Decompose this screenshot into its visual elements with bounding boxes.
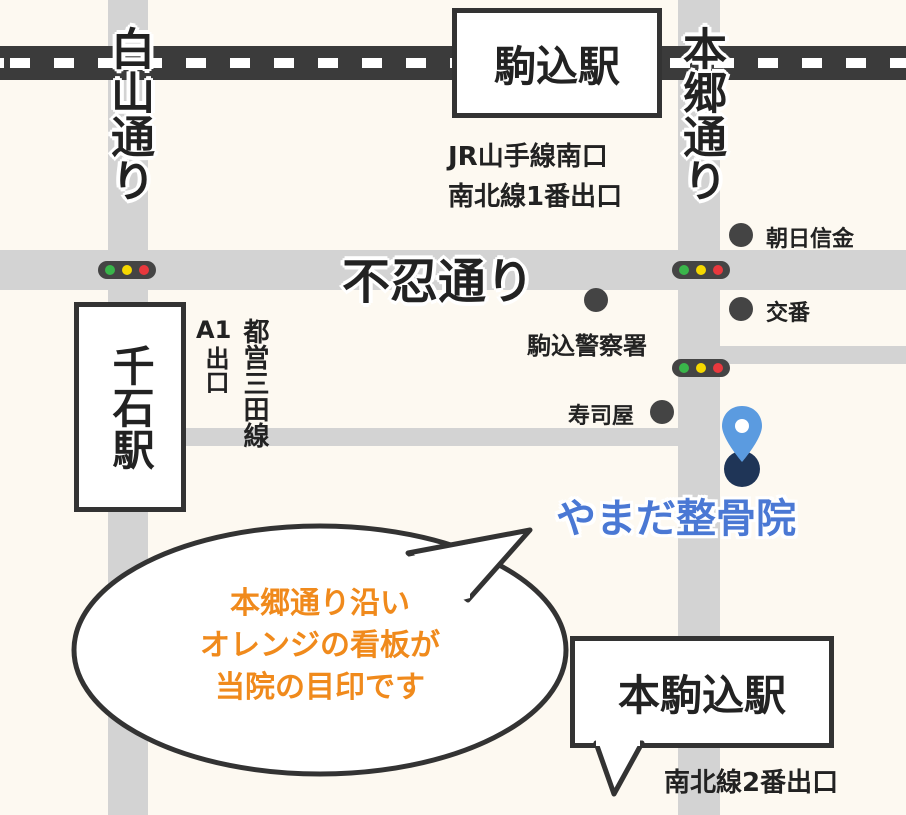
signal-lamp-yellow (695, 363, 706, 373)
koban-marker (729, 297, 753, 321)
callout-line: 当院の目印です (215, 670, 425, 705)
traffic-signal-hongo-south (672, 359, 730, 377)
signal-lamp-red (138, 265, 149, 275)
traffic-signal-hakusan (98, 261, 156, 279)
signal-lamp-green (679, 265, 690, 275)
komagome-exit-jr: JR山手線南口 (448, 142, 608, 172)
sengoku-exit-code: A1 (196, 316, 232, 344)
koban-label: 交番 (766, 301, 811, 326)
komagome-station-name: 駒込駅 (493, 41, 620, 91)
honkomagome-pointer (593, 740, 645, 797)
asahi-shinkin-label: 朝日信金 (766, 227, 855, 252)
police-station-marker (584, 288, 608, 312)
side-street-east (720, 346, 906, 364)
police-station-label: 駒込警察署 (527, 332, 647, 360)
traffic-signal-hongo-north (672, 261, 730, 279)
sushi-label: 寿司屋 (568, 404, 635, 429)
sengoku-station-name: 千石駅 (106, 344, 156, 470)
callout-line: オレンジの看板が (200, 628, 440, 663)
honkomagome-station-name: 本駒込駅 (617, 670, 786, 720)
signal-lamp-red (712, 265, 723, 275)
signal-lamp-green (105, 265, 116, 275)
clinic-name: やまだ整骨院 (556, 496, 796, 542)
side-street-west (148, 428, 678, 446)
location-pin-icon (722, 406, 762, 462)
honkomagome-exit: 南北線2番出口 (664, 768, 839, 798)
komagome-exit-namboku: 南北線1番出口 (448, 182, 623, 212)
callout-text: 本郷通り沿い オレンジの看板が 当院の目印です (150, 583, 490, 709)
hakusan-road-label: 白山通り (103, 26, 154, 202)
sengoku-line: 都営三田線 (239, 318, 269, 448)
signal-lamp-yellow (121, 265, 132, 275)
signal-lamp-red (712, 363, 723, 373)
sengoku-exit-word: 出口 (201, 346, 229, 394)
asahi-shinkin-marker (729, 223, 753, 247)
sengoku-station-box: 千石駅 (74, 302, 186, 512)
honkomagome-station-box: 本駒込駅 (570, 636, 834, 748)
signal-lamp-green (679, 363, 690, 373)
shinobazu-road-label: 不忍通り (342, 254, 535, 310)
signal-lamp-yellow (695, 265, 706, 275)
hongo-road-label: 本郷通り (675, 26, 726, 202)
sushi-marker (650, 400, 674, 424)
callout-line: 本郷通り沿い (230, 586, 410, 621)
komagome-station-box: 駒込駅 (452, 8, 662, 118)
